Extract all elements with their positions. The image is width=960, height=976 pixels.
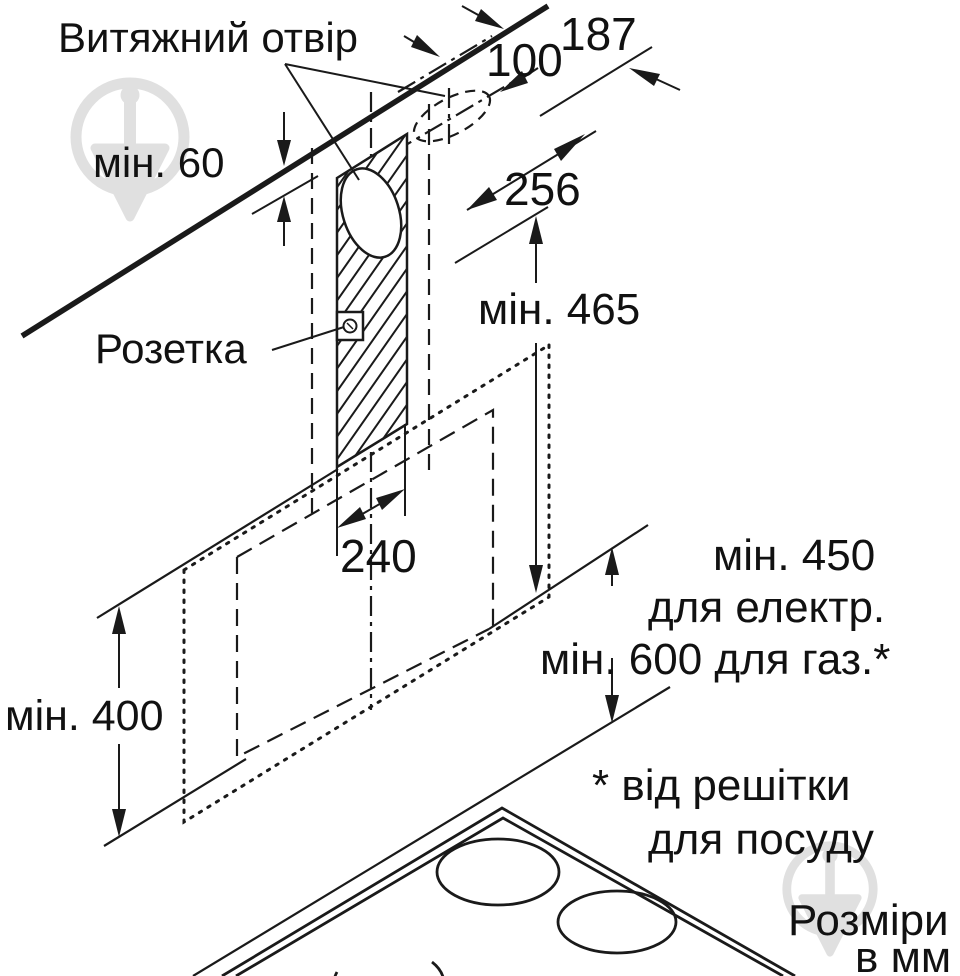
exhaust-leader-line-2 xyxy=(284,63,446,97)
duct-hole-ellipse xyxy=(339,167,403,259)
wall-top-line xyxy=(20,3,550,339)
dim-240-label: 240 xyxy=(340,530,417,582)
duct-center-line-ceiling xyxy=(393,79,517,153)
socket-leader-line xyxy=(271,326,345,351)
dimension-min-400 xyxy=(112,606,126,837)
units-label-line2: в мм xyxy=(855,933,951,976)
footnote-line1: * від решітки xyxy=(592,761,850,810)
dimension-min-465 xyxy=(454,206,549,593)
exhaust-leader-line-1 xyxy=(284,63,360,181)
hob-clearance-line3: мін. 600 для газ.* xyxy=(540,635,890,684)
burner-right xyxy=(556,889,678,955)
units-label-line1: Розміри xyxy=(788,896,949,945)
dim-187-label: 187 xyxy=(560,8,637,60)
exhaust-opening-label: Витяжний отвір xyxy=(58,14,358,61)
stove xyxy=(221,806,796,976)
ceiling-reference-centerline xyxy=(397,35,493,93)
dimension-100-187 xyxy=(403,5,681,117)
stove-edge-outer xyxy=(221,806,796,976)
duct-hole-projection xyxy=(412,89,492,143)
dimension-min-60 xyxy=(251,112,319,246)
footnote-line2: для посуду xyxy=(648,815,874,864)
dimension-256 xyxy=(466,130,597,211)
hob-clearance-line1: мін. 450 xyxy=(713,531,875,580)
dim-min-400-label: мін. 400 xyxy=(5,692,164,740)
hob-clearance-line2: для електр. xyxy=(648,583,885,632)
dim-min-465-label: мін. 465 xyxy=(478,285,640,334)
socket-label: Розетка xyxy=(95,325,247,372)
chimney-bottom-line xyxy=(96,468,339,619)
dim-100-label: 100 xyxy=(486,34,563,86)
hood-outline-dotted xyxy=(182,343,551,825)
dim-min-60-label: мін. 60 xyxy=(93,139,224,186)
stove-edge-inner xyxy=(235,816,784,976)
power-socket xyxy=(335,310,365,342)
wall-lower-reference-line xyxy=(103,758,247,847)
hood-outline-dashed xyxy=(235,408,495,759)
hood-bottom-edge-line xyxy=(488,524,649,630)
dimension-240 xyxy=(336,424,406,556)
hob-surface-line xyxy=(192,686,671,976)
dim-256-label: 256 xyxy=(504,163,581,215)
burner-center xyxy=(435,837,561,907)
burner-left xyxy=(333,960,445,976)
dimension-hob-clearance xyxy=(605,547,619,723)
